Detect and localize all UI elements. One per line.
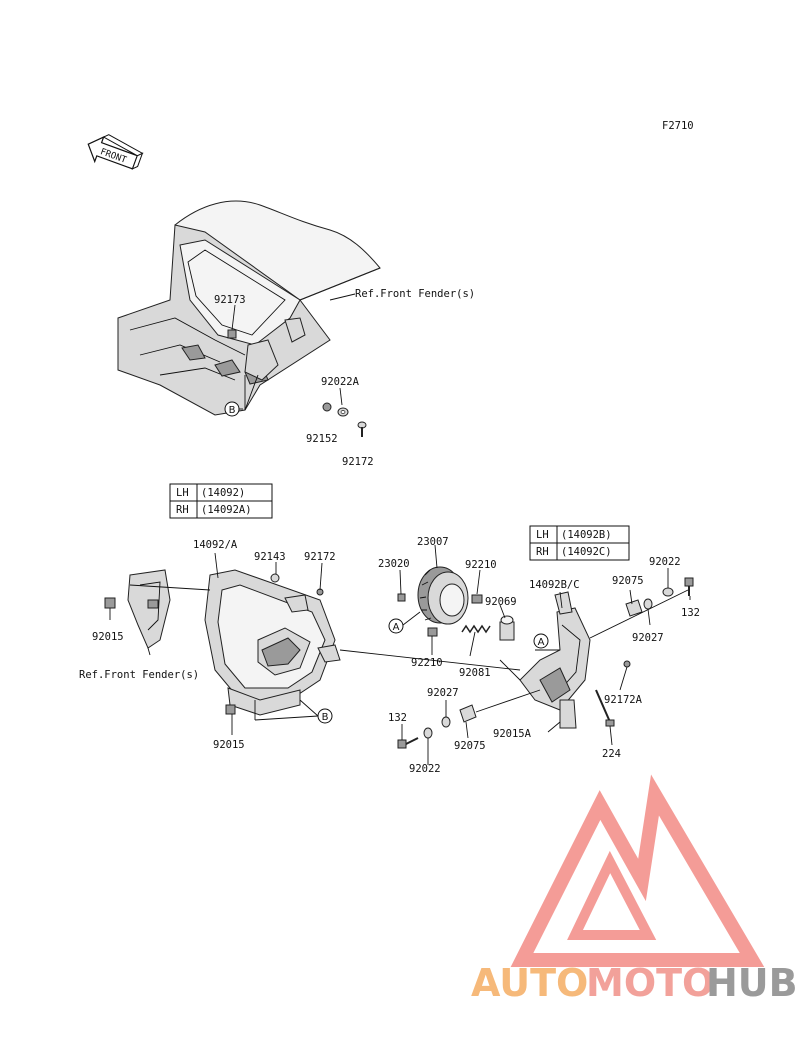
- lh-rh-table-right: LH (14092B) RH (14092C): [529, 525, 630, 561]
- label-23007: 23007: [417, 536, 449, 548]
- collar-92027-bottom: [441, 716, 451, 728]
- watermark-logo-icon: [510, 774, 765, 967]
- clip-92210-bottom: [427, 627, 438, 637]
- bolt-132-right: [684, 577, 694, 596]
- label-92015-left: 92015: [92, 631, 124, 643]
- label-14092A: 14092/A: [193, 539, 238, 551]
- label-92152: 92152: [306, 433, 338, 445]
- label-92015-bottom: 92015: [213, 739, 245, 751]
- svg-text:B: B: [229, 405, 236, 416]
- screw-23020: [397, 593, 406, 602]
- bolt-92172A: [623, 660, 631, 668]
- fender-bracket-left: [127, 569, 171, 649]
- label-92022A: 92022A: [321, 376, 360, 388]
- ref-front-fender-top: Ref.Front Fender(s): [355, 288, 475, 300]
- label-92172-top: 92172: [342, 456, 374, 468]
- nut-92015-left: [104, 597, 116, 609]
- svg-text:(14092A): (14092A): [201, 504, 252, 516]
- label-92075-right: 92075: [612, 575, 644, 587]
- front-fender-drawing: [117, 200, 381, 416]
- spring-92081: [461, 624, 491, 634]
- label-92075-bottom: 92075: [454, 740, 486, 752]
- svg-text:(14092): (14092): [201, 487, 245, 499]
- svg-text:MOTO: MOTO: [586, 961, 714, 1005]
- label-132-bottom: 132: [388, 712, 407, 724]
- watermark-text: AUTO MOTO HUB: [471, 961, 798, 1005]
- callout-a-left: A: [388, 618, 404, 634]
- washer-92022A: [337, 407, 349, 417]
- bolt-92172-top: [357, 421, 367, 437]
- collar-92075-right: [625, 599, 643, 617]
- label-92172-mid: 92172: [304, 551, 336, 563]
- label-92069: 92069: [485, 596, 517, 608]
- callout-a-right: A: [533, 633, 549, 649]
- label-14092BC: 14092B/C: [529, 579, 580, 591]
- svg-text:RH: RH: [536, 546, 549, 558]
- label-92210-top: 92210: [465, 559, 497, 571]
- callout-b-top: B: [224, 401, 240, 417]
- headlight-cover-14092: [204, 569, 341, 716]
- label-23020: 23020: [378, 558, 410, 570]
- callout-b-mid: B: [317, 708, 333, 724]
- svg-text:B: B: [322, 712, 329, 723]
- figure-code: F2710: [662, 120, 694, 132]
- headlight-bracket-14092BC: [519, 591, 591, 711]
- grommet-92143: [270, 573, 280, 583]
- svg-text:(14092C): (14092C): [561, 546, 612, 558]
- svg-text:RH: RH: [176, 504, 189, 516]
- lh-rh-table-left: LH (14092) RH (14092A): [169, 483, 273, 519]
- label-92027-bottom: 92027: [427, 687, 459, 699]
- nut-92152: [322, 402, 332, 412]
- label-92172A: 92172A: [604, 694, 643, 706]
- bulb-92069: [499, 615, 515, 641]
- svg-text:HUB: HUB: [706, 961, 798, 1005]
- svg-text:LH: LH: [536, 529, 549, 541]
- collar-92027-right: [643, 598, 653, 610]
- headlight-23007: [417, 566, 469, 625]
- ref-front-fender-left: Ref.Front Fender(s): [79, 669, 199, 681]
- clip-92210-top: [471, 594, 483, 604]
- svg-text:(14092B): (14092B): [561, 529, 612, 541]
- nut-92015-bottom: [225, 704, 236, 715]
- label-92022-right: 92022: [649, 556, 681, 568]
- label-92027-right: 92027: [632, 632, 664, 644]
- svg-text:A: A: [538, 637, 545, 648]
- label-92210-bottom: 92210: [411, 657, 443, 669]
- label-224: 224: [602, 748, 621, 760]
- label-92015A: 92015A: [493, 728, 532, 740]
- washer-92022-bottom: [423, 727, 433, 739]
- collar-92075-bottom: [459, 704, 477, 723]
- label-132-right: 132: [681, 607, 700, 619]
- label-92081: 92081: [459, 667, 491, 679]
- collar-92015A: [559, 699, 577, 729]
- bolt-132-bottom: [397, 737, 419, 749]
- washer-92022-right: [662, 587, 674, 597]
- label-92143: 92143: [254, 551, 286, 563]
- label-92022-bottom: 92022: [409, 763, 441, 775]
- label-92173: 92173: [214, 294, 246, 306]
- svg-text:A: A: [393, 622, 400, 633]
- front-arrow-icon: FRONT: [87, 134, 144, 170]
- svg-text:LH: LH: [176, 487, 189, 499]
- svg-text:AUTO: AUTO: [471, 961, 588, 1005]
